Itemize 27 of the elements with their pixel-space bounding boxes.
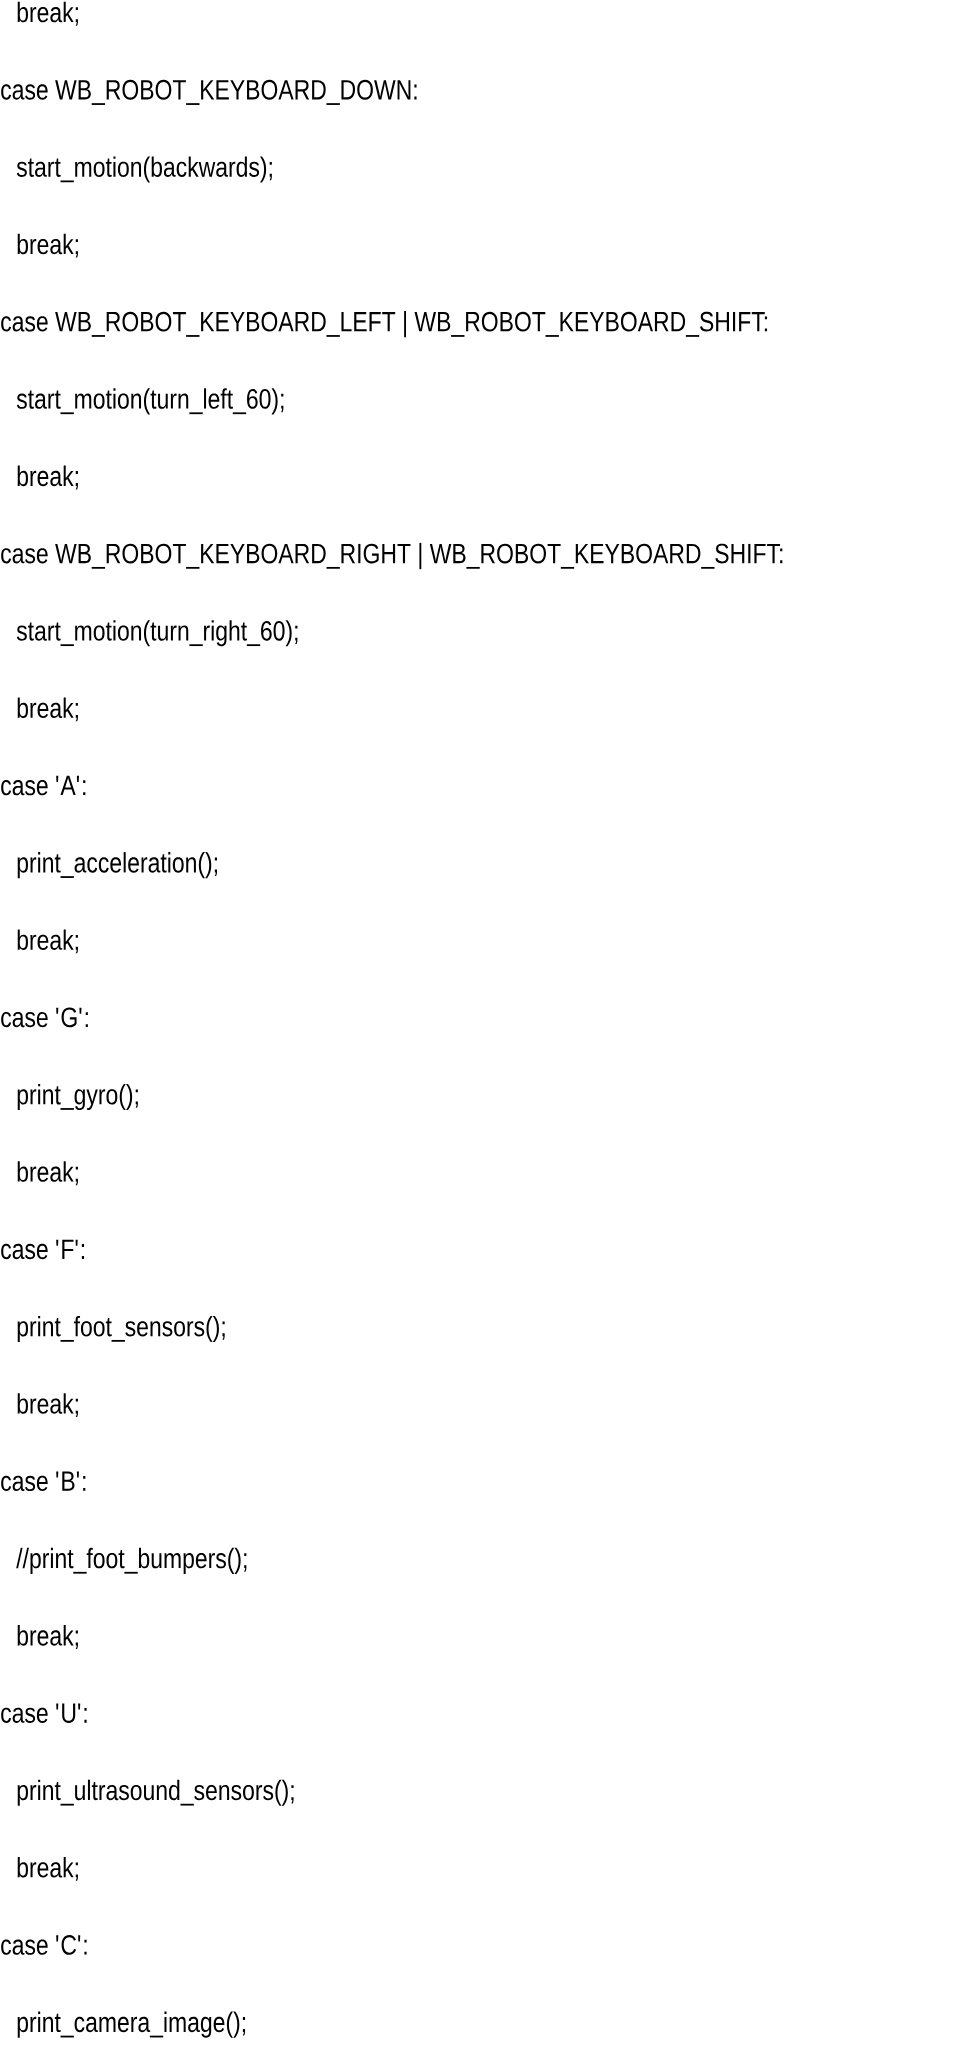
code-line: case WB_ROBOT_KEYBOARD_RIGHT | WB_ROBOT_KEYBOARD_SHIFT: (1, 542, 783, 570)
code-line: break; (17, 1, 78, 26)
code-line: break; (17, 1857, 78, 1881)
code-line: break; (17, 233, 78, 258)
code-line: start_motion(backwards); (16, 156, 272, 183)
code-line: print_gyro(); (17, 1084, 138, 1111)
code-line: break; (17, 697, 78, 722)
code-line: case 'F': (1, 1239, 85, 1260)
code-line: break; (17, 1393, 78, 1418)
code-line: case 'U': (1, 1703, 87, 1723)
code-line: case 'G': (1, 1007, 88, 1028)
code-line: break; (17, 1161, 78, 1186)
code-line: start_motion(turn_left_60); (16, 388, 284, 415)
code-line: print_acceleration(); (17, 852, 217, 879)
code-line: case WB_ROBOT_KEYBOARD_DOWN: (1, 79, 417, 105)
code-line: print_ultrasound_sensors(); (17, 1779, 294, 1806)
code-line: break; (17, 929, 78, 954)
code-line: case 'A': (1, 775, 86, 796)
code-line: break; (17, 465, 78, 490)
code-line: start_motion(turn_right_60); (16, 620, 298, 647)
code-line: case 'C': (1, 1935, 87, 1955)
code-line: print_camera_image(); (17, 2011, 246, 2038)
code-line: break; (17, 1625, 78, 1649)
code-line: case 'B': (1, 1471, 86, 1492)
code-line: print_foot_sensors(); (17, 1315, 225, 1342)
code-line: case WB_ROBOT_KEYBOARD_LEFT | WB_ROBOT_KEYBOARD_SHIFT: (1, 311, 768, 338)
code-line: //print_foot_bumpers(); (16, 1547, 247, 1574)
